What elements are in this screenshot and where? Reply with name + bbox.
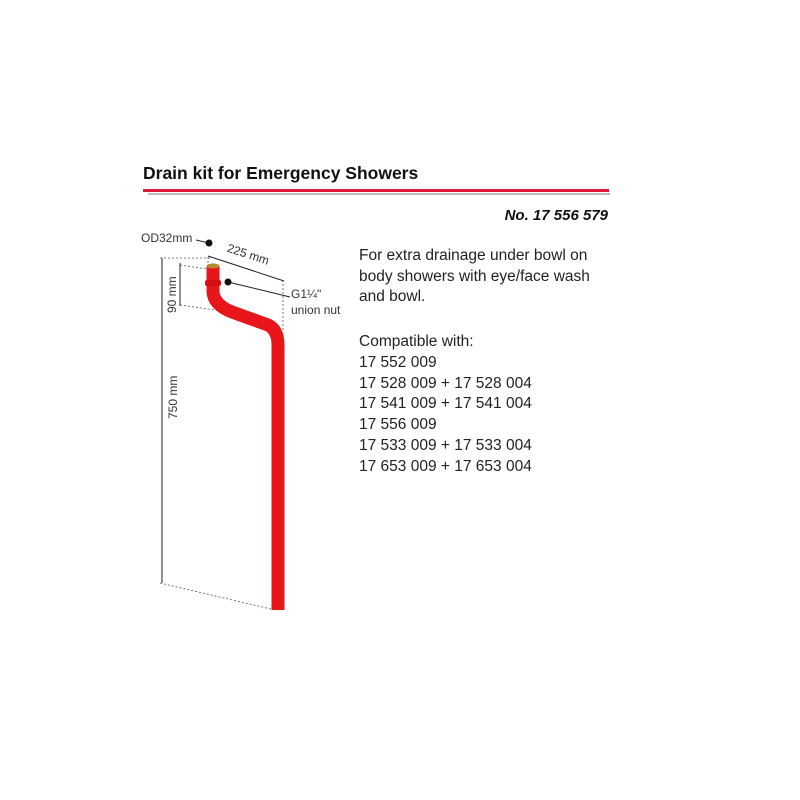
title-rule	[143, 189, 609, 192]
dimension-lines	[161, 239, 291, 583]
page-title: Drain kit for Emergency Showers	[143, 163, 419, 183]
union-nut	[205, 280, 221, 286]
compatible-item: 17 556 009	[359, 416, 437, 434]
compatible-item: 17 653 009 + 17 653 004	[359, 457, 532, 475]
title-rule-shadow	[148, 193, 610, 195]
offset-dimension-label: 90 mm	[165, 276, 179, 313]
compatible-heading: Compatible with:	[359, 333, 474, 350]
compatible-list: Compatible with: 17 552 009 17 528 009 +…	[359, 332, 532, 478]
dimension-extension-lines	[159, 257, 284, 611]
height-dimension-label: 750 mm	[166, 376, 180, 419]
nut-marker-icon	[224, 278, 232, 286]
od-marker-icon	[205, 239, 213, 247]
compatible-item: 17 541 009 + 17 541 004	[359, 395, 532, 413]
od-label: OD32mm	[141, 231, 193, 245]
compatible-item: 17 528 009 + 17 528 004	[359, 374, 532, 392]
pipe-opening	[206, 263, 220, 269]
nut-label-line1: G1¼"	[291, 287, 322, 301]
product-number: No. 17 556 579	[504, 207, 608, 224]
nut-label-line2: union nut	[291, 303, 341, 317]
width-dimension-line	[207, 255, 285, 282]
compatible-item: 17 533 009 + 17 533 004	[359, 436, 532, 454]
pipe	[206, 266, 285, 610]
compatible-item: 17 552 009	[359, 353, 437, 371]
description: For extra drainage under bowl on body sh…	[359, 247, 590, 305]
